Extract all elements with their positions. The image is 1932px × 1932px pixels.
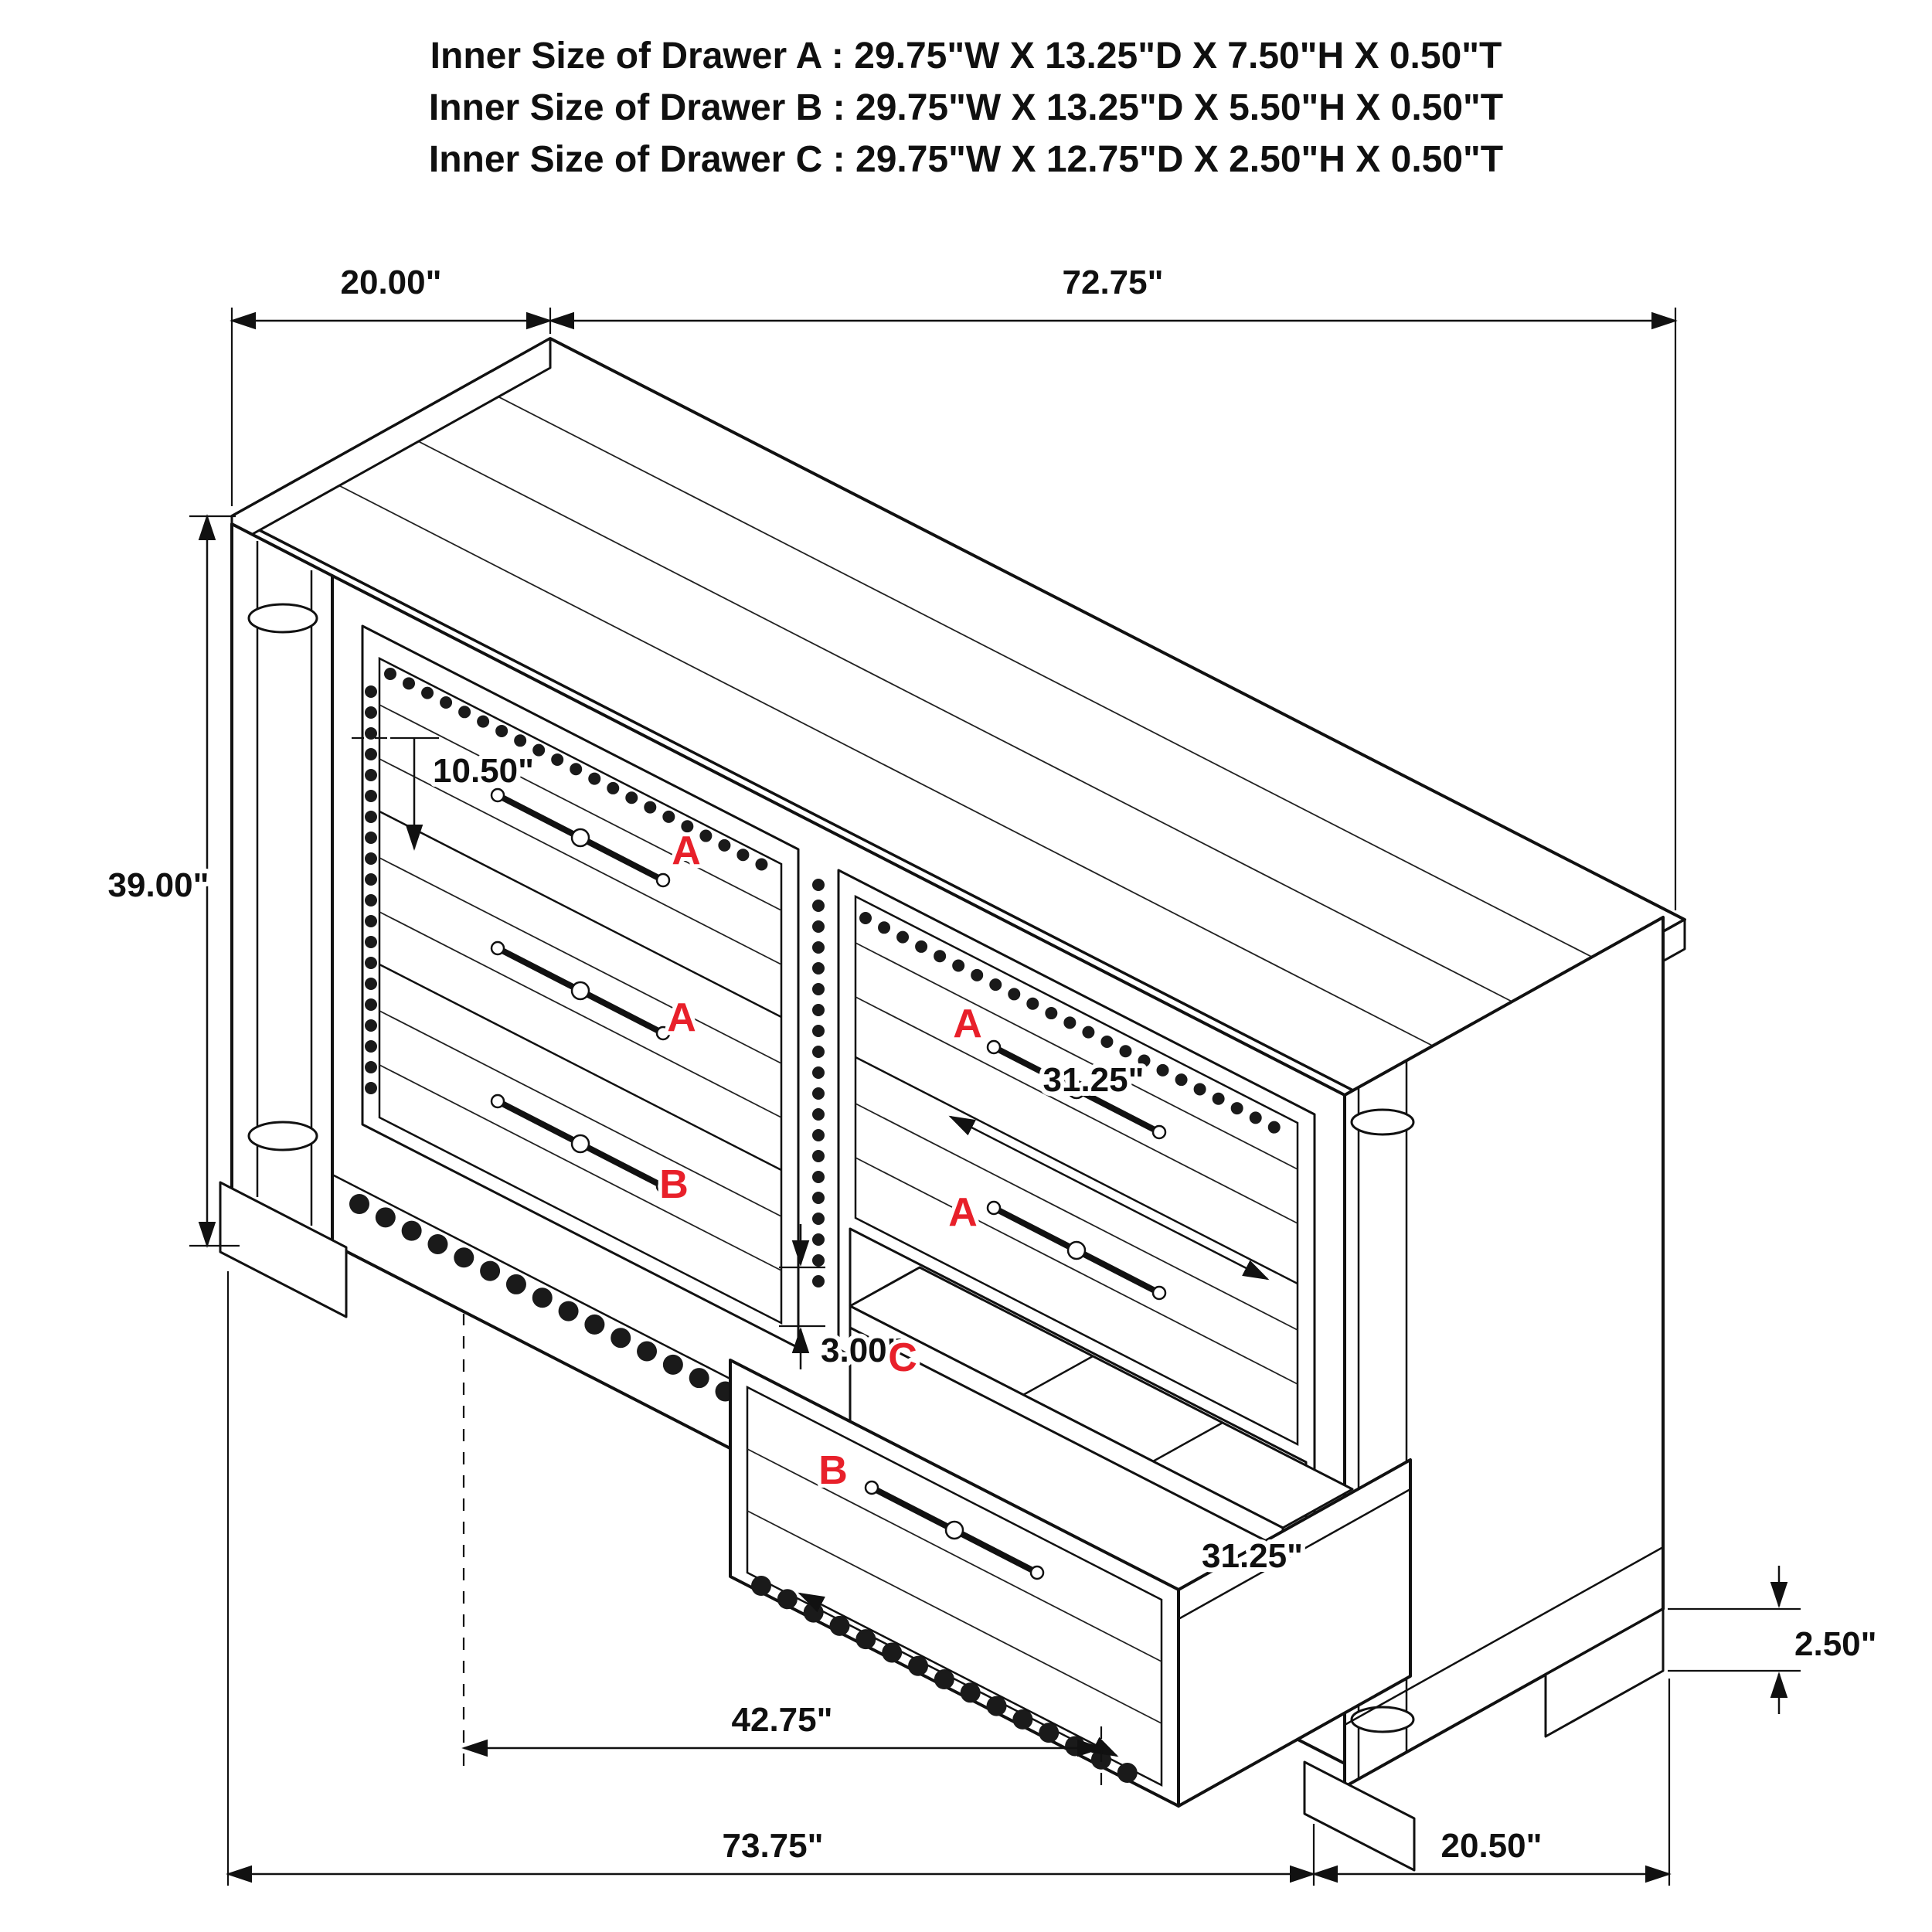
drawer-handle (490, 940, 671, 1041)
dim-label-top-depth: 20.00" (341, 264, 442, 301)
left-base-block (219, 1181, 348, 1318)
label-drawer-b-left-bottom: B (659, 1162, 689, 1207)
label-drawer-a-left-middle: A (667, 995, 696, 1040)
dim-label-top-width: 72.75" (1063, 264, 1164, 301)
drawer-handle (490, 1094, 671, 1194)
dim-label-base-height: 2.50" (1794, 1625, 1877, 1663)
base-molding (349, 1194, 783, 1426)
label-drawer-b-pulled: B (818, 1448, 848, 1493)
dim-left-height: 39.00" (104, 514, 240, 1248)
dim-label-handle-span-lower: 31.25" (1202, 1537, 1303, 1575)
right-back-plinth (1544, 1607, 1665, 1738)
dim-bottom-opening: 42.75" (461, 1314, 1104, 1785)
dim-top-depth: 20.00" (230, 259, 1677, 910)
drawer-separator (379, 963, 782, 1172)
drawer-letter-labels: A A B A A C B (655, 825, 986, 1497)
dim-label-left-height: 39.00" (108, 866, 209, 904)
dim-label-bottom-opening: 42.75" (732, 1701, 833, 1739)
drawer-separator (379, 810, 782, 1019)
label-drawer-a-right-middle: A (948, 1190, 978, 1235)
dresser-drawing (219, 337, 1686, 1872)
drawer-c-divider (1022, 1355, 1094, 1396)
label-drawer-c: C (888, 1335, 917, 1380)
right-post-capital-bottom (1350, 1706, 1415, 1733)
post-capital-top (247, 603, 318, 634)
dim-handle-span-lower: 31.25" (798, 1532, 1308, 1757)
dim-label-handle-span-upper: 31.25" (1043, 1061, 1145, 1099)
side-base-line (1344, 1546, 1664, 1726)
drawer-c-divider (1152, 1421, 1223, 1463)
dim-label-bottom-total: 73.75" (723, 1827, 824, 1865)
rope-trim (384, 668, 779, 876)
dim-handle-span-upper: 31.25" (948, 1056, 1270, 1281)
left-post (219, 522, 348, 1318)
rope-trim (859, 912, 1293, 1140)
dim-label-gap-height: 3.00" (821, 1332, 903, 1369)
dim-base-height: 2.50" (1668, 1566, 1882, 1714)
title-line-3: Inner Size of Drawer C : 29.75"W X 12.75… (429, 139, 1503, 180)
scallop-trim (349, 1194, 783, 1426)
dim-top-width: 72.75" (548, 259, 1678, 330)
right-side-panel (1303, 916, 1665, 1872)
title-line-2: Inner Size of Drawer B : 29.75"W X 13.25… (429, 87, 1503, 128)
dim-gap-height: 3.00" (779, 1224, 908, 1374)
title-block: Inner Size of Drawer A : 29.75"W X 13.25… (429, 36, 1503, 180)
drawer-handle (864, 1480, 1045, 1580)
right-post-capital-top (1350, 1108, 1415, 1136)
title-line-1: Inner Size of Drawer A : 29.75"W X 13.25… (430, 36, 1502, 77)
dim-drawer-inner-drop: 10.50" (352, 736, 539, 851)
dim-label-bottom-side: 20.50" (1441, 1827, 1543, 1865)
dim-bottom-side: 20.50" (1311, 1822, 1672, 1883)
dimensions: 20.00" 72.75" 39.00" 10.50" 31.25" (104, 259, 1882, 1886)
label-drawer-a-left-top: A (672, 828, 701, 873)
post-capital-bottom (247, 1121, 318, 1151)
dim-label-inner-drop: 10.50" (433, 752, 534, 790)
label-drawer-a-right-top: A (953, 1002, 982, 1046)
drawer-handle (490, 787, 671, 888)
dim-bottom-total: 73.75" (226, 1271, 1671, 1886)
